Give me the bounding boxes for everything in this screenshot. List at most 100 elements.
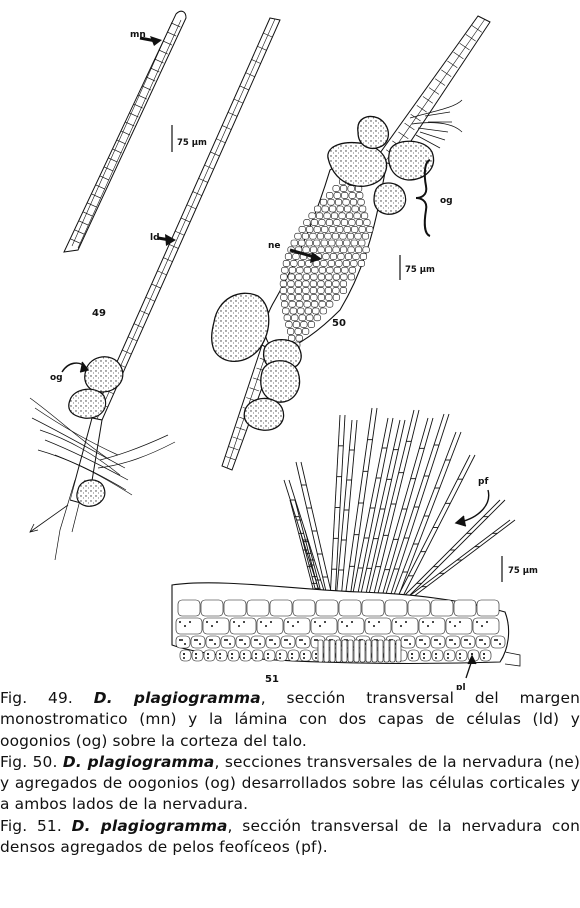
cell-dot [243, 621, 245, 623]
og-arrow-49 [61, 361, 90, 373]
label-og-49: og [50, 373, 63, 383]
cell-dot [243, 657, 245, 659]
cell-dot [291, 657, 293, 659]
midrib-cell [296, 266, 304, 274]
midrib-cell [357, 260, 365, 267]
cell-wall [141, 85, 152, 91]
cell-wall [112, 148, 122, 154]
midrib-cell [288, 266, 296, 274]
midrib-cell [327, 260, 335, 267]
hair-base-cell [389, 639, 396, 663]
cell-dot [406, 639, 408, 641]
midrib-cell [310, 246, 318, 254]
midrib-cell [343, 239, 351, 247]
midrib-cell [321, 226, 329, 233]
cell-dot [483, 657, 485, 659]
cell-dot [486, 621, 488, 623]
midrib-cell [323, 212, 331, 220]
midrib-cell [292, 321, 300, 328]
cortical-cell [472, 617, 500, 635]
midrib-cell [288, 300, 296, 308]
midrib-cell [279, 280, 287, 288]
midrib-cell [282, 307, 290, 315]
cell-dot [400, 625, 402, 627]
cell-wall [239, 85, 250, 91]
cell-dot [255, 657, 257, 659]
midrib-cell [332, 287, 340, 294]
cell-dot [469, 643, 471, 645]
cell-dot [292, 625, 294, 627]
cortical-cell [263, 649, 276, 662]
cortical-cell [223, 599, 247, 617]
cell-wall [127, 336, 138, 342]
cortical-cell [430, 599, 454, 617]
cell-dot [299, 639, 301, 641]
midrib-cell [313, 314, 321, 322]
cortical-cell [479, 649, 492, 662]
midrib-cell [363, 219, 371, 226]
midrib-cell [291, 314, 299, 322]
midrib-cell [347, 185, 355, 192]
midrib-cell [287, 287, 295, 294]
cortical-cell [250, 635, 266, 649]
midrib-cell [289, 307, 297, 315]
midrib-cell [284, 253, 293, 260]
midrib-cell [281, 266, 289, 274]
midrib-cell [280, 273, 288, 281]
cell-dot [195, 653, 197, 655]
midrib-cell [322, 253, 330, 260]
midrib-cell [339, 287, 347, 294]
midrib-cell [310, 273, 318, 281]
cortical-cell [235, 635, 251, 649]
midrib-cell [287, 328, 295, 335]
midrib-cell [309, 280, 317, 288]
cell-wall [422, 96, 433, 104]
midrib-cell [316, 232, 325, 240]
midrib-cell [341, 266, 349, 274]
cell-dot [476, 621, 478, 623]
midrib-cell [362, 246, 370, 254]
midrib-cell [311, 266, 319, 274]
cortical-cell [315, 599, 339, 617]
cell-dot [196, 639, 198, 641]
midrib-cell [302, 294, 310, 301]
cell-dot [424, 643, 426, 645]
midrib-cell [328, 226, 336, 233]
cortical-cell [175, 635, 191, 649]
cell-wall [91, 193, 101, 199]
midrib-cell [282, 260, 290, 267]
midrib-cell [358, 239, 366, 247]
cell-dot [499, 643, 501, 645]
cell-dot [451, 639, 453, 641]
cortical-cell [280, 635, 296, 649]
cell-dot [241, 639, 243, 641]
cell-dot [454, 643, 456, 645]
cell-wall [263, 32, 273, 38]
cortical-cell [251, 649, 264, 662]
label-ld: ld [150, 233, 160, 243]
pf-arrow [454, 489, 490, 527]
midrib-cell [344, 253, 353, 260]
cell-wall [229, 446, 239, 451]
cortical-cell [453, 599, 477, 617]
cortical-cell [418, 617, 446, 635]
midrib-cell [294, 287, 302, 294]
cell-dot [301, 639, 303, 641]
cortical-cell [310, 617, 338, 635]
cortical-cell [460, 635, 476, 649]
midrib-cell [300, 321, 308, 328]
midrib-cell [326, 266, 334, 274]
midrib-cell [302, 287, 310, 294]
midrib-cell [336, 205, 344, 213]
cell-dot [189, 621, 191, 623]
midrib-cell [302, 273, 310, 281]
midrib-cell [340, 219, 348, 226]
cell-wall [228, 112, 238, 117]
midrib-cell [344, 205, 352, 213]
basal-hairs-drawing [29, 397, 176, 496]
cortical-cell [215, 649, 228, 662]
midrib-cell [350, 260, 358, 267]
cortical-cell [445, 635, 461, 649]
midrib-cell [342, 260, 350, 267]
cortical-cell [202, 617, 230, 635]
